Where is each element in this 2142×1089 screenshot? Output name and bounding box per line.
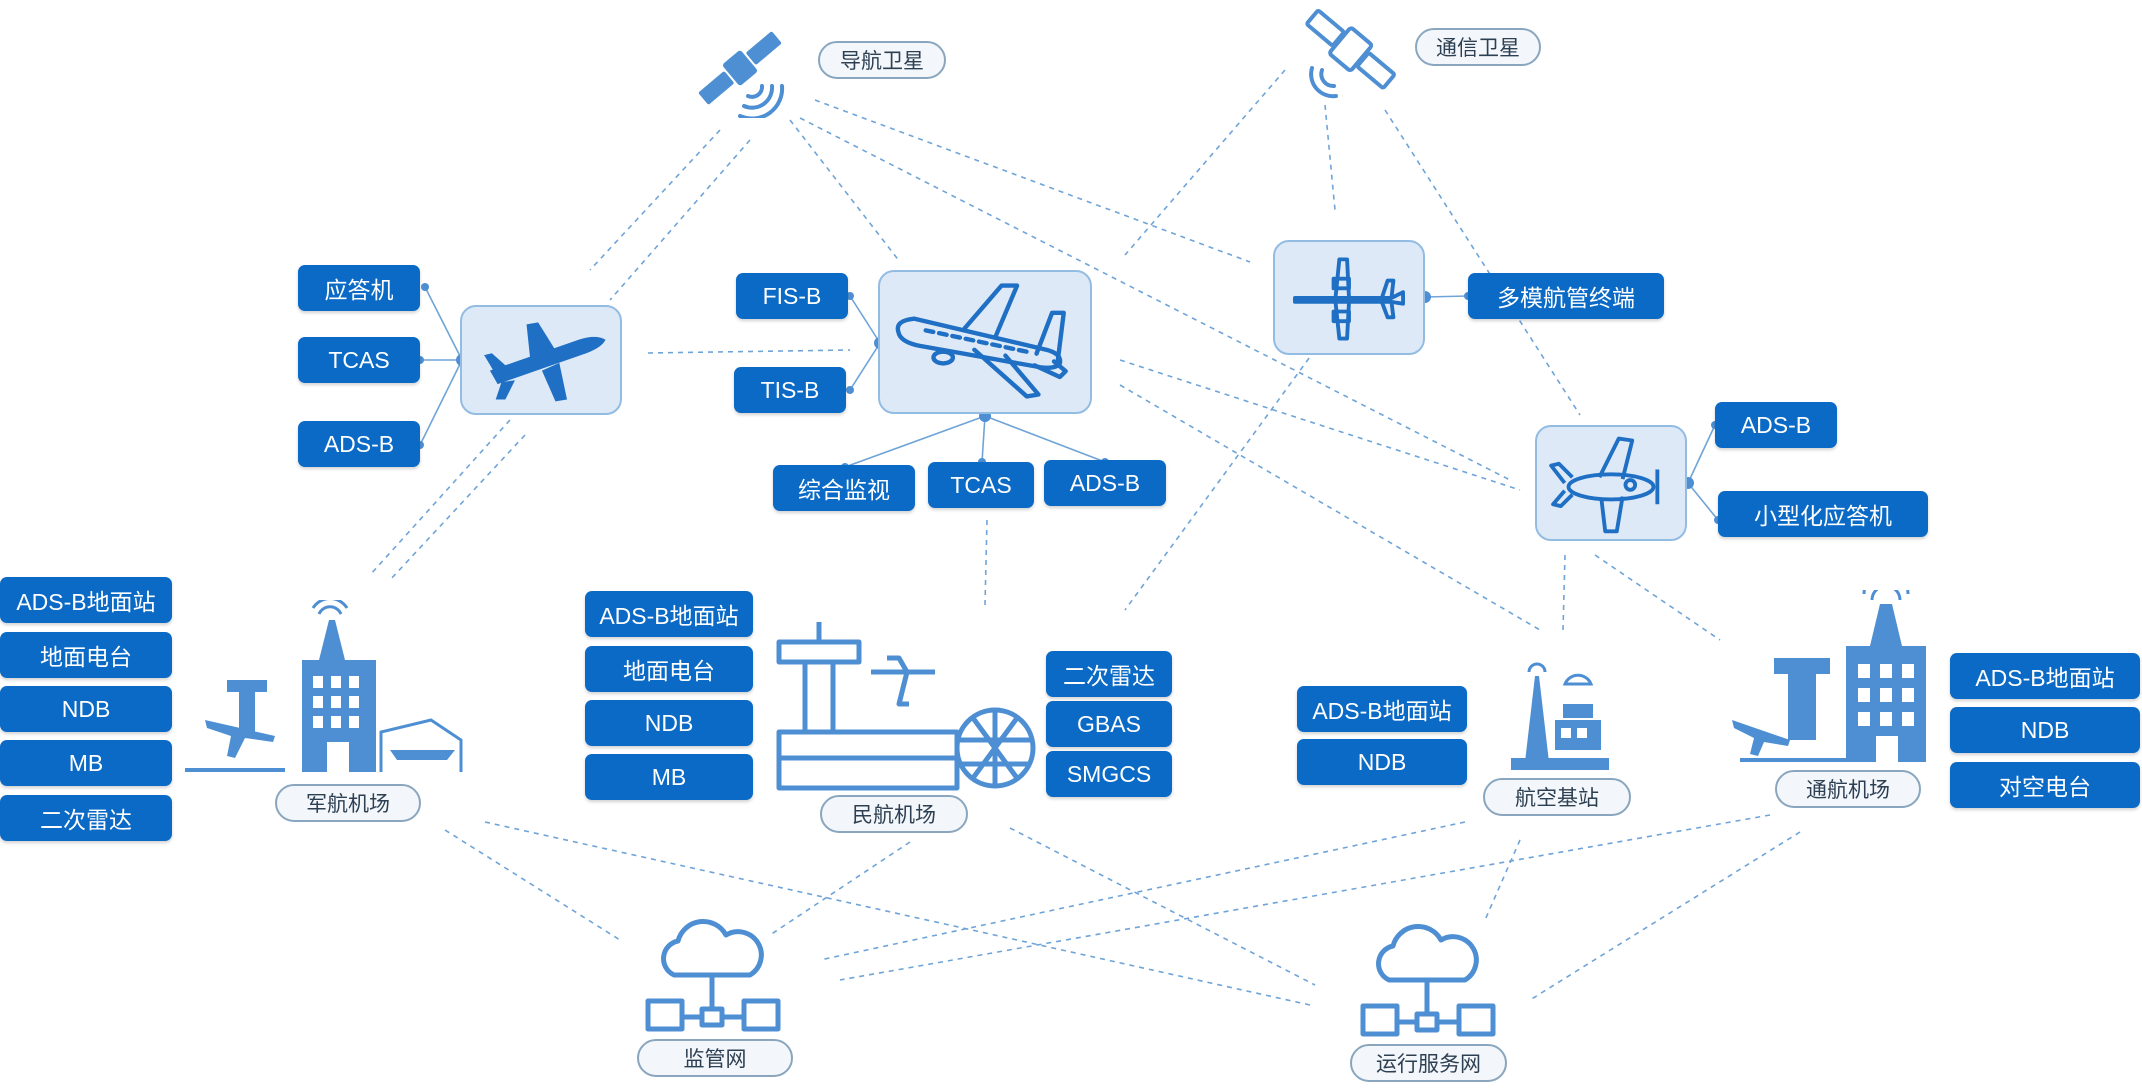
military-airport-icon [185,600,465,780]
light-aircraft-node [1535,425,1687,541]
navigation-satellite-label: 导航卫星 [818,41,946,79]
navigation-satellite-icon [688,18,792,118]
civil-airport-icon [775,618,1037,793]
mil-airport-tag-mb: MB [0,740,172,786]
base-station-label: 航空基站 [1483,778,1631,816]
uav-node [1273,240,1425,355]
base-station-tag-ndb: NDB [1297,739,1467,785]
general-airport-tag-ndb: NDB [1950,707,2140,753]
airliner-icon [895,283,1068,399]
supervision-network-label: 监管网 [637,1039,793,1077]
civil-airport-label: 民航机场 [820,795,968,833]
civil-airport-tag-ground-radio: 地面电台 [585,646,753,692]
mil-airport-tag-adsb-station: ADS-B地面站 [0,577,172,623]
communication-satellite-icon [1298,0,1402,100]
military-airport-label: 军航机场 [275,784,421,822]
mil-airport-tag-ndb: NDB [0,686,172,732]
civil-aircraft-tag-tisb: TIS-B [734,367,846,413]
civil-aircraft-tag-surveillance: 综合监视 [773,465,915,511]
military-aircraft-node [460,305,622,415]
general-airport-label: 通航机场 [1775,770,1921,808]
civil-airport-tag-adsb-station: ADS-B地面站 [585,591,753,637]
general-airport-icon [1728,590,1948,766]
mil-airport-tag-ground-radio: 地面电台 [0,632,172,678]
civil-airport-tag-gbas: GBAS [1046,701,1172,747]
light-aircraft-tag-adsb: ADS-B [1715,402,1837,448]
operations-network-label: 运行服务网 [1350,1044,1507,1082]
fighter-jet-icon [484,322,606,402]
base-station-tag-adsb-station: ADS-B地面站 [1297,686,1467,732]
light-aircraft-tag-transponder: 小型化应答机 [1718,491,1928,537]
civil-airport-tag-smgcs: SMGCS [1046,751,1172,797]
supervision-network-icon [640,915,786,1040]
communication-satellite-label: 通信卫星 [1415,28,1541,66]
general-airport-tag-air-ground-radio: 对空电台 [1950,762,2140,808]
uav-tag-terminal: 多模航管终端 [1468,273,1664,319]
base-station-icon [1505,662,1615,772]
mil-aircraft-tag-tcas: TCAS [298,337,420,383]
civil-airport-tag-ndb: NDB [585,700,753,746]
mil-airport-tag-ssr: 二次雷达 [0,795,172,841]
civil-airport-tag-ssr: 二次雷达 [1046,651,1172,697]
general-airport-tag-adsb-station: ADS-B地面站 [1950,653,2140,699]
civil-aircraft-tag-fisb: FIS-B [736,273,848,319]
civil-aircraft-tag-adsb: ADS-B [1044,460,1166,506]
civil-airport-tag-mb: MB [585,754,753,800]
drone-icon [1293,257,1405,341]
propeller-plane-icon [1549,436,1660,534]
mil-aircraft-tag-transponder: 应答机 [298,265,420,311]
civil-aircraft-tag-tcas: TCAS [928,462,1034,508]
operations-network-icon [1355,920,1501,1045]
mil-aircraft-tag-adsb: ADS-B [298,421,420,467]
civil-aircraft-node [878,270,1092,414]
